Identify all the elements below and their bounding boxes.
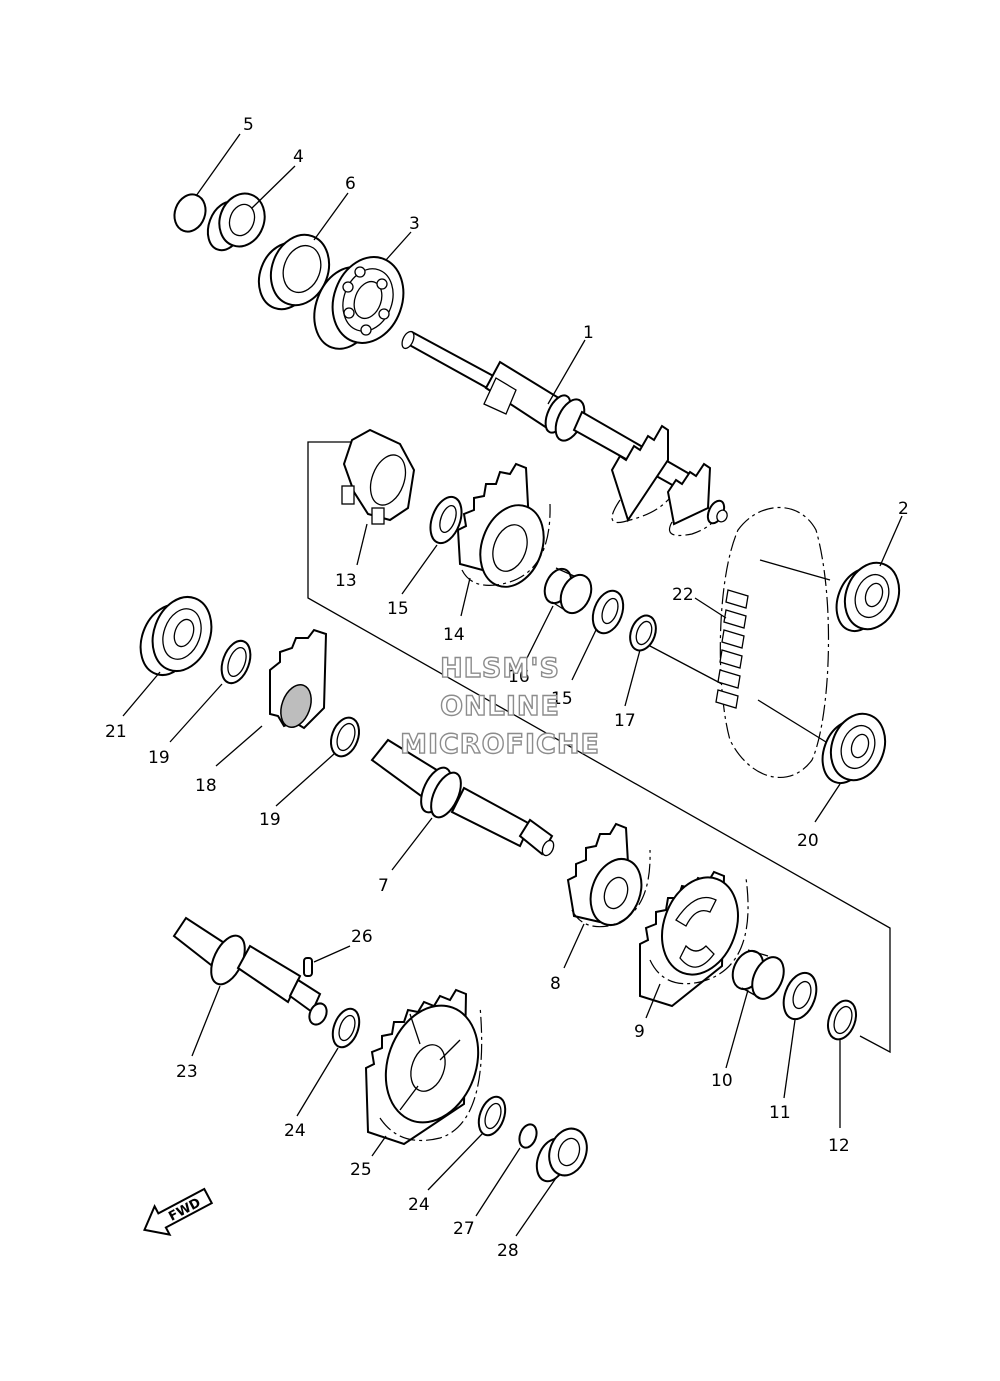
part-19-circlip-lower bbox=[329, 716, 361, 758]
callout-9: 9 bbox=[634, 1022, 645, 1042]
part-15-washer-lower bbox=[591, 589, 625, 635]
part-22-drive-chain bbox=[649, 507, 831, 778]
part-28-bearing bbox=[535, 1127, 588, 1183]
watermark-line-1: HLSM'S bbox=[440, 653, 560, 684]
part-13-dog-clutch bbox=[341, 428, 416, 525]
part-10-needle-bearing bbox=[731, 949, 785, 1000]
part-11-washer bbox=[782, 971, 818, 1021]
part-24-circlip-lower bbox=[477, 1095, 507, 1137]
part-5-o-ring bbox=[173, 193, 207, 233]
part-27-clip bbox=[518, 1123, 538, 1149]
callout-21: 21 bbox=[105, 722, 127, 742]
callout-24a: 24 bbox=[284, 1121, 306, 1141]
part-8-gear bbox=[566, 822, 651, 928]
callout-27: 27 bbox=[453, 1219, 475, 1239]
callout-19b: 19 bbox=[259, 810, 281, 830]
part-20-bearing bbox=[821, 712, 887, 784]
callout-25: 25 bbox=[350, 1160, 372, 1180]
callout-23: 23 bbox=[176, 1062, 198, 1082]
callout-15b: 15 bbox=[551, 689, 573, 709]
part-17-circlip bbox=[629, 614, 657, 652]
watermark-line-3: MICROFICHE bbox=[400, 729, 600, 760]
callout-7: 7 bbox=[378, 876, 389, 896]
part-7-drive-axle bbox=[370, 738, 555, 857]
part-25-large-gear bbox=[364, 988, 483, 1146]
part-4-oil-seal bbox=[206, 192, 266, 252]
callout-18: 18 bbox=[195, 776, 217, 796]
part-26-pin bbox=[303, 957, 313, 977]
callout-6: 6 bbox=[345, 174, 356, 194]
part-23-secondary-axle bbox=[172, 916, 328, 1026]
callout-8: 8 bbox=[550, 974, 561, 994]
callout-16: 16 bbox=[508, 667, 530, 687]
callout-5: 5 bbox=[243, 115, 254, 135]
callout-labels: 1 2 3 4 5 6 7 8 9 10 11 12 13 14 15 15 1… bbox=[105, 115, 909, 1261]
callout-11: 11 bbox=[769, 1103, 791, 1123]
part-16-needle-bearing bbox=[543, 567, 593, 615]
callout-3: 3 bbox=[409, 214, 420, 234]
part-2-bearing bbox=[835, 561, 901, 632]
part-21-bearing bbox=[139, 596, 213, 676]
callout-22: 22 bbox=[672, 585, 694, 605]
callout-15a: 15 bbox=[387, 599, 409, 619]
callout-1: 1 bbox=[583, 323, 594, 343]
callout-4: 4 bbox=[293, 147, 304, 167]
fwd-arrow-icon: FWD bbox=[143, 1187, 214, 1236]
callout-20: 20 bbox=[797, 831, 819, 851]
callout-26: 26 bbox=[351, 927, 373, 947]
callout-12: 12 bbox=[828, 1136, 850, 1156]
callout-2: 2 bbox=[898, 499, 909, 519]
part-19-circlip-upper bbox=[220, 639, 252, 685]
part-1-main-axle bbox=[401, 330, 728, 537]
part-24-circlip-upper bbox=[331, 1007, 361, 1049]
part-3-bearing bbox=[313, 256, 405, 350]
part-18-sprocket bbox=[269, 628, 328, 730]
callout-24b: 24 bbox=[408, 1195, 430, 1215]
callout-14: 14 bbox=[443, 625, 465, 645]
leader-lines bbox=[122, 133, 903, 1237]
watermark: HLSM'S ONLINE MICROFICHE bbox=[399, 652, 600, 760]
part-6-collar bbox=[257, 233, 331, 311]
watermark-line-2: ONLINE bbox=[440, 691, 560, 722]
part-14-gear bbox=[456, 462, 551, 588]
callout-19a: 19 bbox=[148, 748, 170, 768]
callout-10: 10 bbox=[711, 1071, 733, 1091]
callout-13: 13 bbox=[335, 571, 357, 591]
callout-17: 17 bbox=[614, 711, 636, 731]
part-12-circlip bbox=[826, 999, 858, 1041]
part-9-gear bbox=[639, 870, 749, 1008]
assembly-frame bbox=[307, 441, 891, 1054]
callout-28: 28 bbox=[497, 1241, 519, 1261]
part-15-washer-upper bbox=[429, 495, 463, 545]
